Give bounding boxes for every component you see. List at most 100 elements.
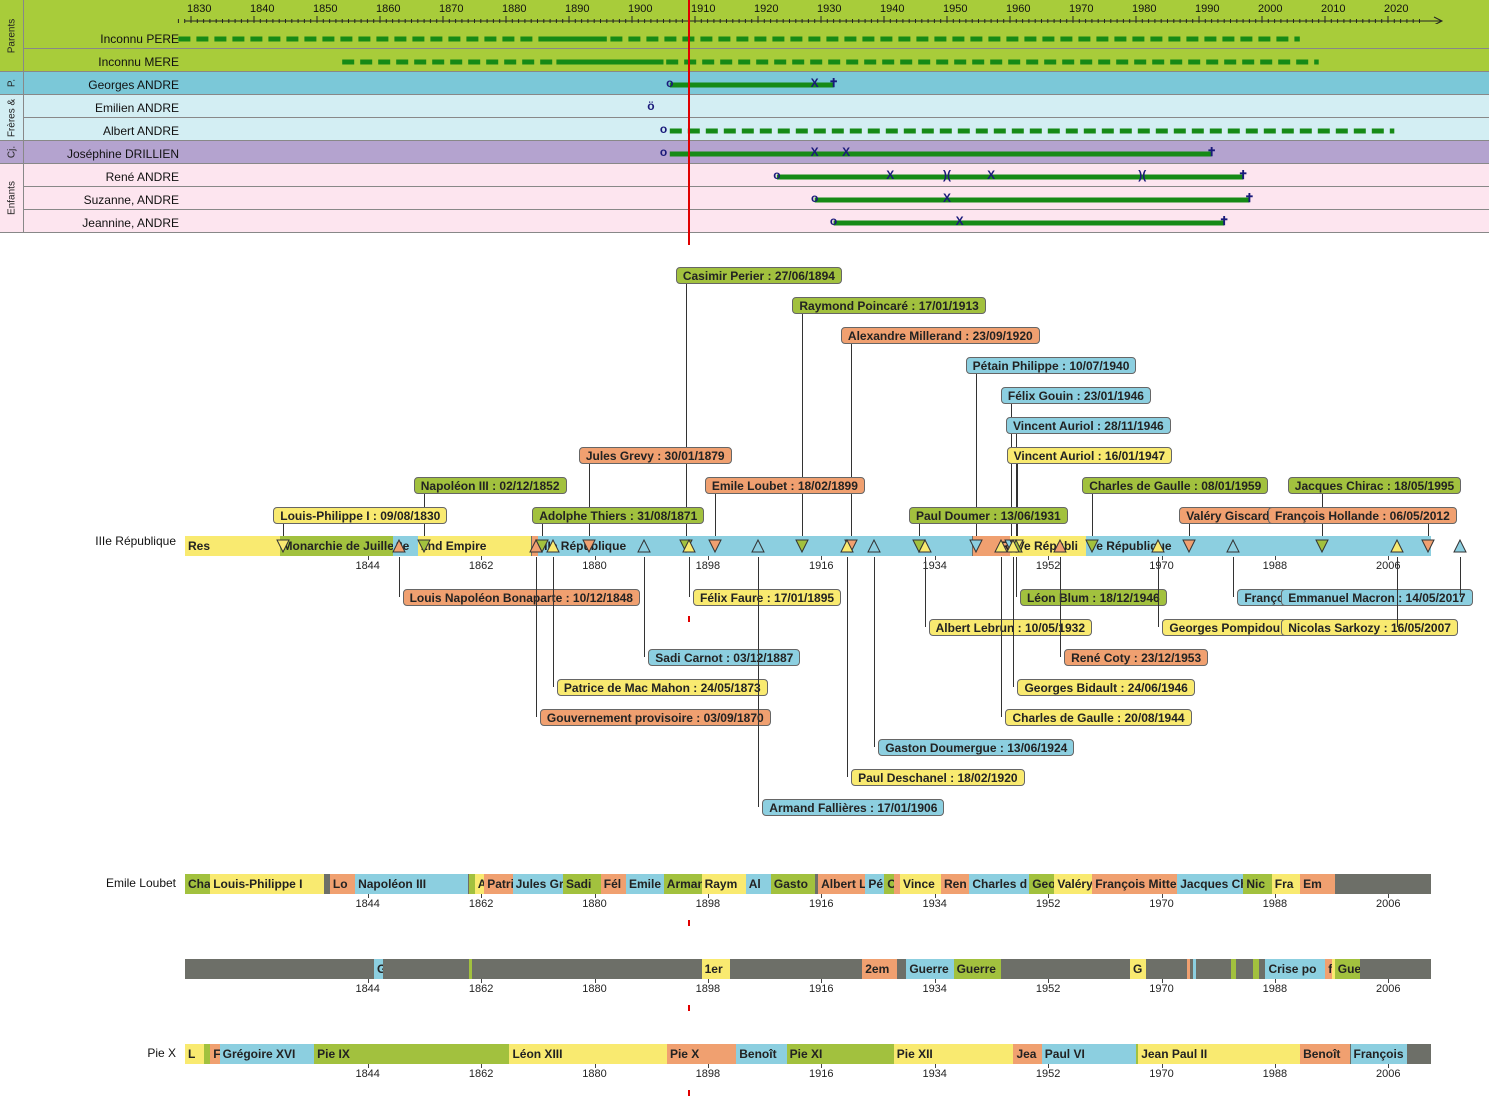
president-label[interactable]: René Coty : 23/12/1953	[1064, 649, 1209, 666]
timeline-period[interactable]	[471, 959, 702, 979]
timeline-period[interactable]: Gasto	[770, 874, 815, 894]
president-label[interactable]: François Hollande : 06/05/2012	[1268, 507, 1457, 524]
timeline-period[interactable]: Albert L	[818, 874, 866, 894]
timeline-period[interactable]	[896, 959, 907, 979]
timeline-period[interactable]: Emile	[626, 874, 664, 894]
timeline-period[interactable]	[203, 1044, 211, 1064]
president-label[interactable]: Georges Bidault : 24/06/1946	[1017, 679, 1195, 696]
president-label[interactable]: Alexandre Millerand : 23/09/1920	[840, 327, 1040, 344]
timeline-period[interactable]: Sadi	[563, 874, 601, 894]
president-label[interactable]: Casimir Perier : 27/06/1894	[675, 267, 842, 284]
timeline-period[interactable]	[323, 874, 330, 894]
president-label[interactable]: Paul Doumer : 13/06/1931	[908, 507, 1068, 524]
timeline-period[interactable]	[1407, 1044, 1427, 1064]
timeline-period[interactable]: F	[210, 1044, 220, 1064]
timeline-period[interactable]: Valéry	[1054, 874, 1093, 894]
timeline-period[interactable]	[1331, 959, 1335, 979]
timeline-period[interactable]: Al	[745, 874, 771, 894]
president-label[interactable]: Jacques Chirac : 18/05/1995	[1287, 477, 1462, 494]
timeline-period[interactable]: Paul VI	[1041, 1044, 1137, 1064]
timeline-period[interactable]: Pie XII	[893, 1044, 1014, 1064]
president-label[interactable]: Pétain Philippe : 10/07/1940	[965, 357, 1137, 374]
president-label[interactable]: Paul Deschanel : 18/02/1920	[851, 769, 1025, 786]
timeline-period[interactable]: Charles d	[969, 874, 1030, 894]
president-label[interactable]: Albert Lebrun : 10/05/1932	[928, 619, 1092, 636]
timeline-period[interactable]: 1er	[701, 959, 730, 979]
president-label[interactable]: Jules Grevy : 30/01/1879	[578, 447, 732, 464]
president-label[interactable]: Charles de Gaulle : 08/01/1959	[1082, 477, 1269, 494]
timeline-period[interactable]: Fél	[600, 874, 626, 894]
timeline-period[interactable]	[1235, 959, 1253, 979]
timeline-period[interactable]: Raym	[701, 874, 746, 894]
president-label[interactable]: Napoléon III : 02/12/1852	[413, 477, 567, 494]
family-row[interactable]: Inconnu PERE	[24, 24, 1489, 49]
timeline-period[interactable]: Léon XIII	[509, 1044, 667, 1064]
president-label[interactable]: Patrice de Mac Mahon : 24/05/1873	[556, 679, 768, 696]
president-label[interactable]: Gouvernement provisoire : 03/09/1870	[539, 709, 771, 726]
timeline-period[interactable]: Em	[1300, 874, 1335, 894]
timeline-period[interactable]	[1189, 959, 1193, 979]
timeline-period[interactable]: Pé	[865, 874, 885, 894]
timeline-period[interactable]	[185, 959, 374, 979]
timeline-period[interactable]: G	[1130, 959, 1146, 979]
timeline-period[interactable]: Ren	[941, 874, 970, 894]
timeline-period[interactable]: Jules Gr	[512, 874, 563, 894]
timeline-period[interactable]: Guerre	[953, 959, 1001, 979]
timeline-period[interactable]: 2em	[862, 959, 897, 979]
timeline-period[interactable]	[383, 959, 469, 979]
timeline-period[interactable]: Arman	[663, 874, 702, 894]
timeline-period[interactable]	[1000, 959, 1130, 979]
timeline-period[interactable]: Res	[185, 536, 280, 556]
timeline-period[interactable]	[1252, 959, 1260, 979]
timeline-period[interactable]: C	[884, 874, 894, 894]
timeline-period[interactable]: Lo	[329, 874, 356, 894]
timeline-period[interactable]: Napoléon III	[355, 874, 469, 894]
timeline-period[interactable]: 2nd Empire	[418, 536, 532, 556]
timeline-period[interactable]: Cha	[185, 874, 211, 894]
timeline-period[interactable]: François Mitte	[1092, 874, 1178, 894]
timeline-period[interactable]: Fra	[1271, 874, 1301, 894]
timeline-period[interactable]: Benoît	[736, 1044, 787, 1064]
president-label[interactable]: Adolphe Thiers : 31/08/1871	[532, 507, 705, 524]
timeline-period[interactable]: Guerre	[906, 959, 954, 979]
timeline-period[interactable]: Pie IX	[314, 1044, 510, 1064]
timeline-period[interactable]: Ve République	[1085, 536, 1431, 556]
timeline-period[interactable]	[468, 874, 475, 894]
president-label[interactable]: Félix Faure : 17/01/1895	[693, 589, 842, 606]
president-label[interactable]: Léon Blum : 18/12/1946	[1019, 589, 1167, 606]
timeline-period[interactable]	[468, 959, 472, 979]
timeline-period[interactable]: fr	[1325, 959, 1332, 979]
timeline-period[interactable]	[893, 874, 901, 894]
president-label[interactable]: Raymond Poincaré : 17/01/1913	[792, 297, 986, 314]
president-label[interactable]: Louis-Philippe I : 09/08/1830	[273, 507, 448, 524]
family-row[interactable]: Inconnu MERE	[24, 49, 1489, 72]
timeline-period[interactable]: Gue	[1334, 959, 1360, 979]
timeline-period[interactable]: Geo	[1029, 874, 1055, 894]
timeline-period[interactable]	[729, 959, 863, 979]
timeline-period[interactable]: Jea	[1013, 1044, 1042, 1064]
timeline-period[interactable]: Crise po	[1265, 959, 1326, 979]
timeline-period[interactable]: G	[374, 959, 384, 979]
timeline-period[interactable]: Monarchie de Juillet	[279, 536, 393, 556]
timeline-period[interactable]	[815, 874, 819, 894]
timeline-period[interactable]	[1193, 959, 1197, 979]
timeline-period[interactable]	[1359, 959, 1401, 979]
timeline-period[interactable]	[1230, 959, 1236, 979]
timeline-period[interactable]: Pie X	[666, 1044, 737, 1064]
timeline-period[interactable]: Jean Paul II	[1138, 1044, 1301, 1064]
president-label[interactable]: Charles de Gaulle : 20/08/1944	[1005, 709, 1192, 726]
timeline-period[interactable]: Patri	[484, 874, 513, 894]
president-label[interactable]: Nicolas Sarkozy : 16/05/2007	[1281, 619, 1458, 636]
timeline-period[interactable]: Grégoire XVI	[219, 1044, 315, 1064]
president-label[interactable]: Gaston Doumergue : 13/06/1924	[878, 739, 1075, 756]
president-label[interactable]: Armand Fallières : 17/01/1906	[762, 799, 945, 816]
timeline-period[interactable]: Vince	[900, 874, 941, 894]
timeline-period[interactable]: Louis-Philippe I	[210, 874, 324, 894]
